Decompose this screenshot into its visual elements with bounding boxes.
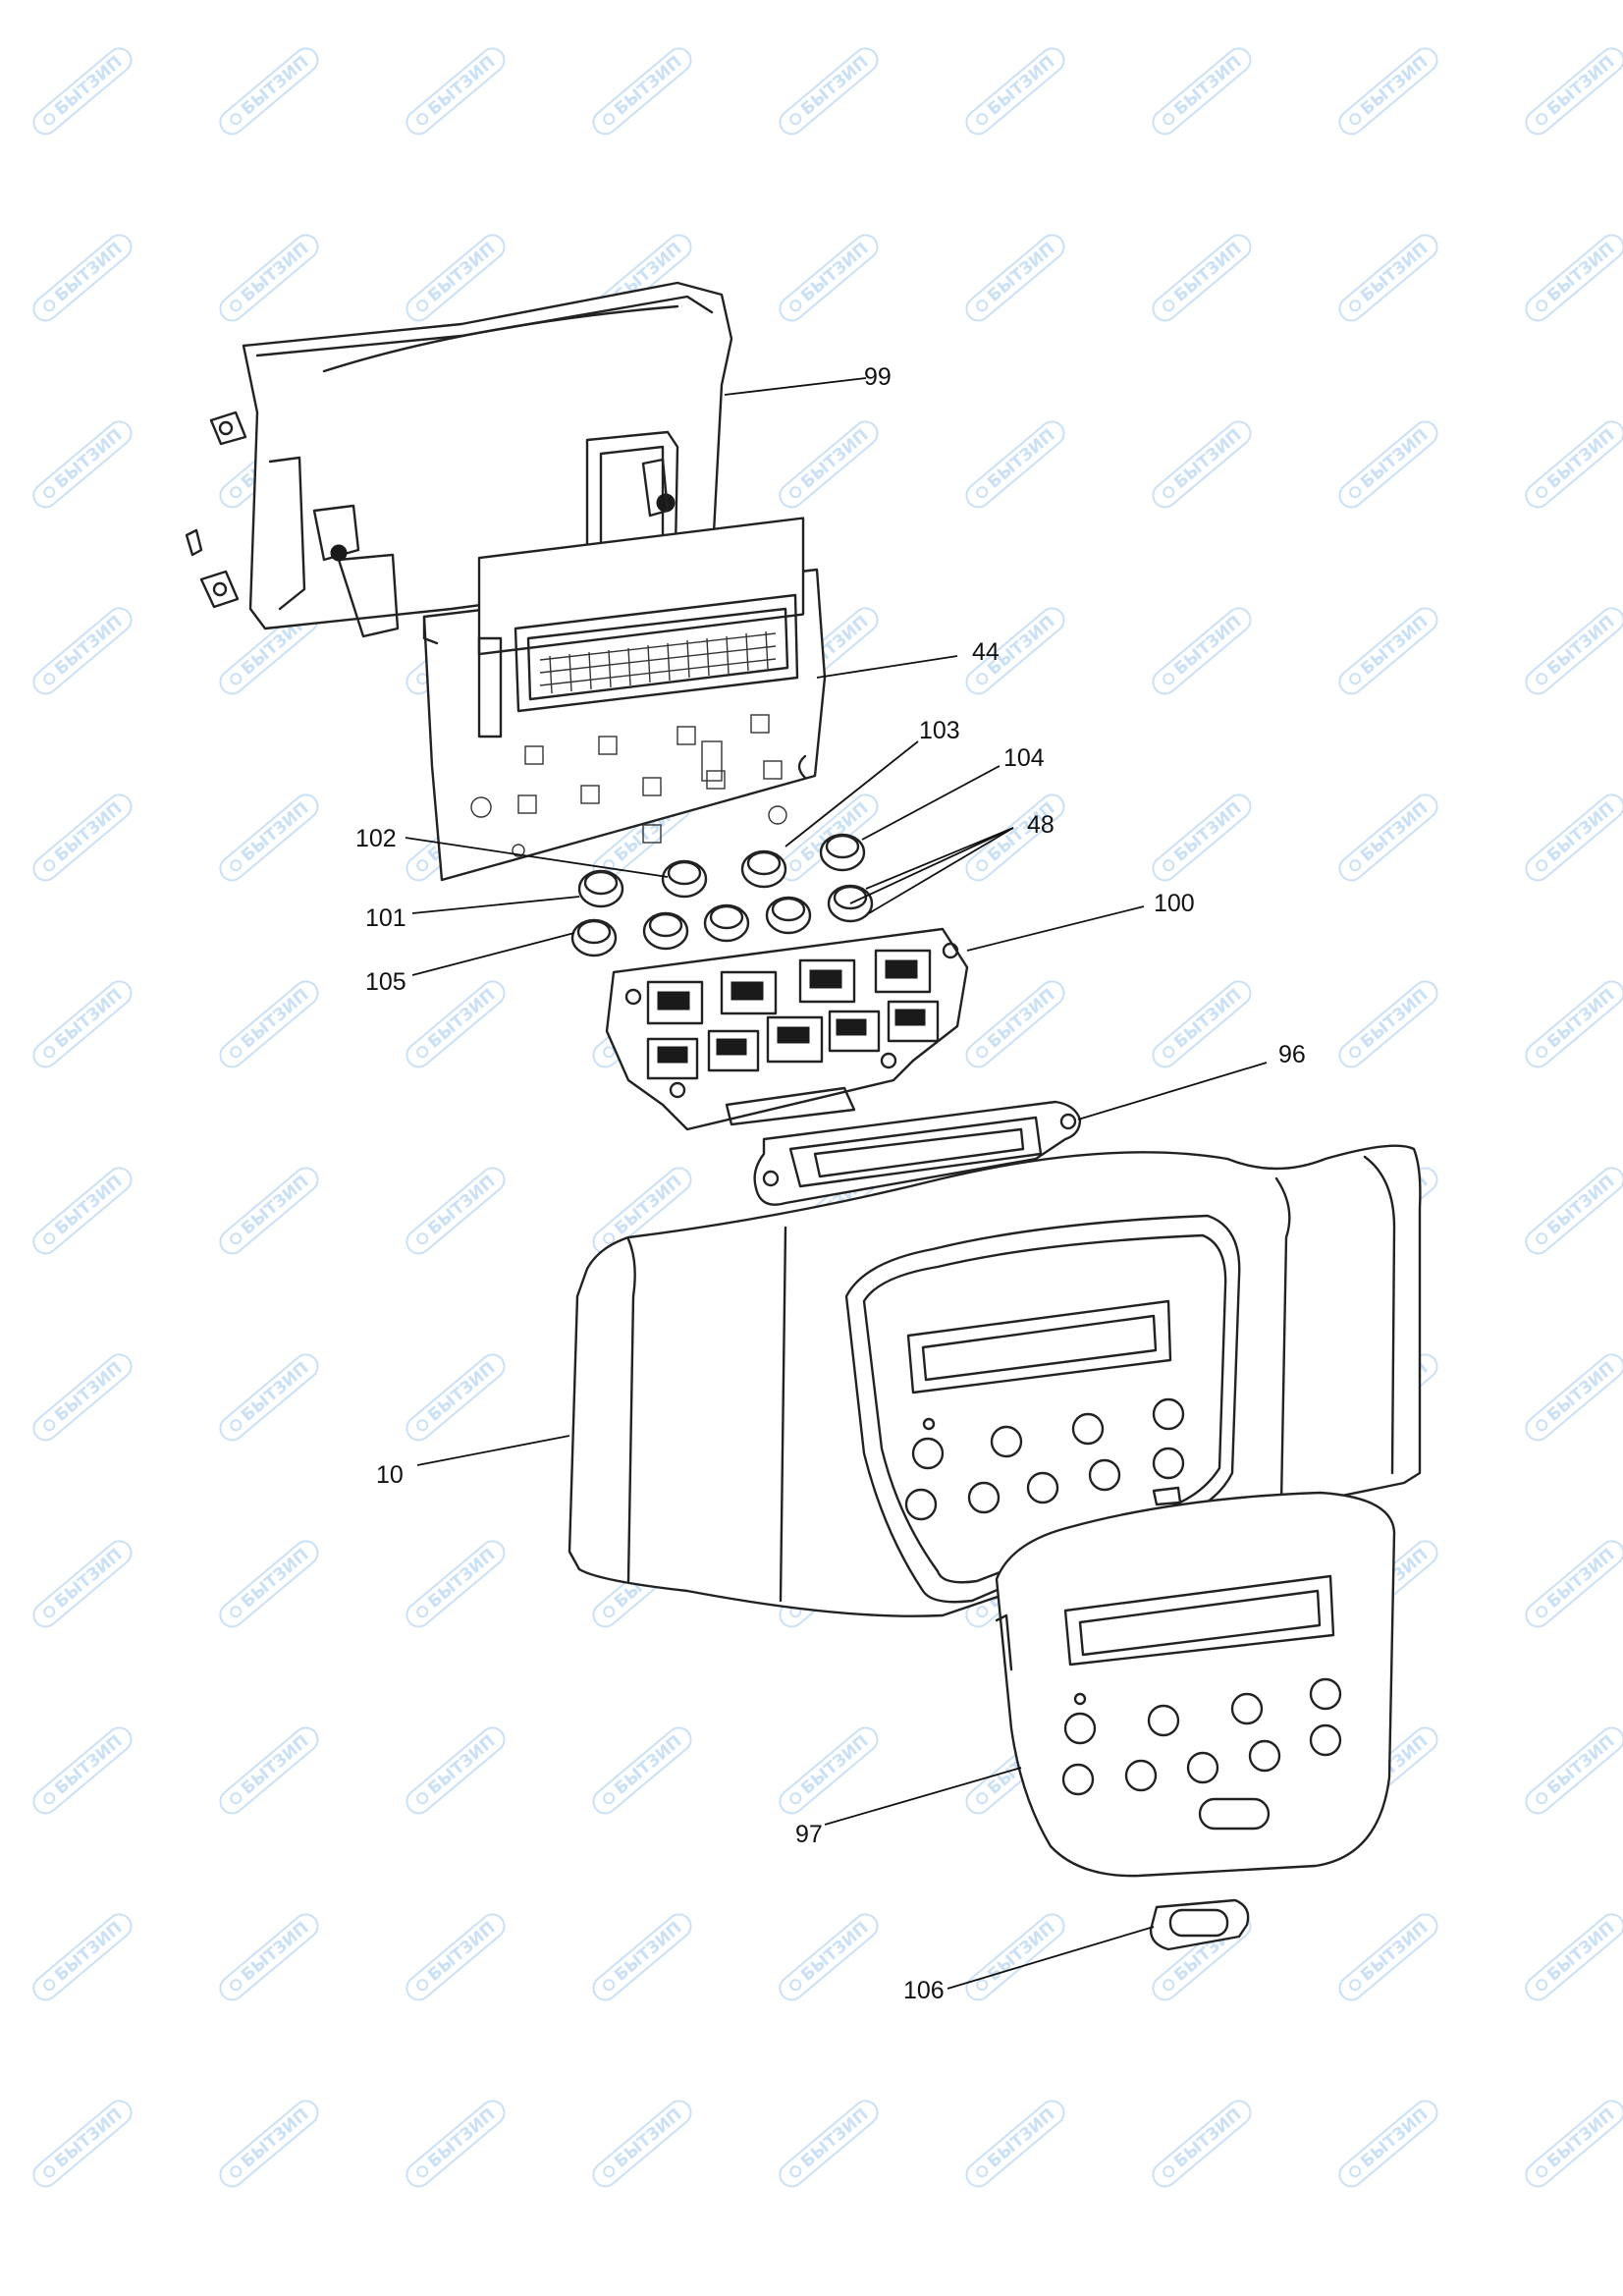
leader-100 bbox=[966, 905, 1145, 952]
callout-44: 44 bbox=[972, 638, 1000, 666]
part-44-pcb bbox=[422, 517, 827, 882]
callout-96: 96 bbox=[1278, 1041, 1306, 1068]
part-97-keypad-overlay bbox=[995, 1491, 1396, 1878]
leader-105 bbox=[411, 932, 575, 976]
callout-labels: 99 44 103 104 48 102 101 100 105 96 10 9… bbox=[355, 363, 1306, 2004]
callout-101: 101 bbox=[365, 904, 406, 932]
leader-44 bbox=[816, 655, 958, 679]
leader-101 bbox=[411, 896, 580, 914]
button-cap-48b bbox=[703, 903, 750, 943]
button-cap-48a bbox=[642, 911, 689, 951]
button-cap-105 bbox=[570, 918, 618, 957]
leader-104 bbox=[861, 765, 1001, 841]
leader-48b bbox=[865, 827, 1014, 890]
callout-104: 104 bbox=[1003, 744, 1045, 772]
callout-99: 99 bbox=[864, 363, 892, 391]
button-caps-group bbox=[570, 833, 874, 957]
callout-103: 103 bbox=[919, 717, 960, 744]
callout-105: 105 bbox=[365, 968, 406, 996]
leader-97 bbox=[824, 1767, 1022, 1826]
leader-lines bbox=[405, 377, 1268, 1990]
callout-10: 10 bbox=[376, 1461, 404, 1489]
part-10-front-fascia bbox=[568, 1144, 1422, 1617]
part-106-oval-cap bbox=[1149, 1898, 1250, 1951]
leader-102 bbox=[405, 837, 669, 878]
callout-48: 48 bbox=[1027, 811, 1055, 839]
callout-100: 100 bbox=[1154, 890, 1195, 917]
callout-97: 97 bbox=[795, 1821, 823, 1848]
part-100-button-holder bbox=[605, 927, 969, 1131]
leader-99 bbox=[724, 377, 867, 396]
leader-10 bbox=[416, 1435, 570, 1466]
button-cap-101 bbox=[577, 869, 624, 908]
callout-106: 106 bbox=[903, 1977, 945, 2004]
button-cap-104 bbox=[819, 833, 866, 872]
leader-106 bbox=[947, 1926, 1155, 1990]
button-cap-103 bbox=[740, 849, 787, 889]
button-cap-48c bbox=[765, 896, 812, 935]
part-96-display-window bbox=[753, 1100, 1082, 1206]
leader-96 bbox=[1077, 1062, 1268, 1121]
button-cap-102 bbox=[661, 859, 708, 899]
leader-48a bbox=[849, 827, 1014, 904]
callout-102: 102 bbox=[355, 825, 397, 852]
leader-103 bbox=[784, 740, 919, 847]
leader-48c bbox=[868, 827, 1014, 914]
